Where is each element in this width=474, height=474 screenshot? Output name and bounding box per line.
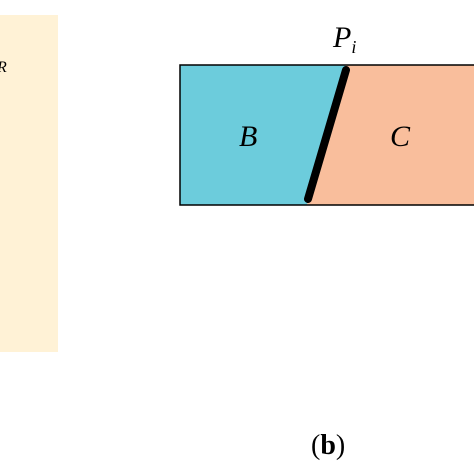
panel-caption: (b)	[311, 430, 345, 461]
caption-open-paren: (	[311, 430, 320, 461]
region-c-label: C	[390, 120, 411, 153]
interface-label-subscript: i	[351, 37, 356, 57]
left-panel-fragment-text: R	[0, 59, 7, 76]
interface-label: Pi	[332, 21, 356, 57]
left-panel	[0, 15, 58, 352]
interface-label-main: P	[332, 21, 351, 54]
domain-border	[179, 64, 474, 206]
caption-letter: b	[320, 430, 336, 461]
region-c	[307, 65, 474, 205]
region-b	[180, 65, 346, 205]
caption-close-paren: )	[336, 430, 345, 461]
interface-line	[304, 66, 350, 203]
region-b-label: B	[239, 120, 257, 153]
